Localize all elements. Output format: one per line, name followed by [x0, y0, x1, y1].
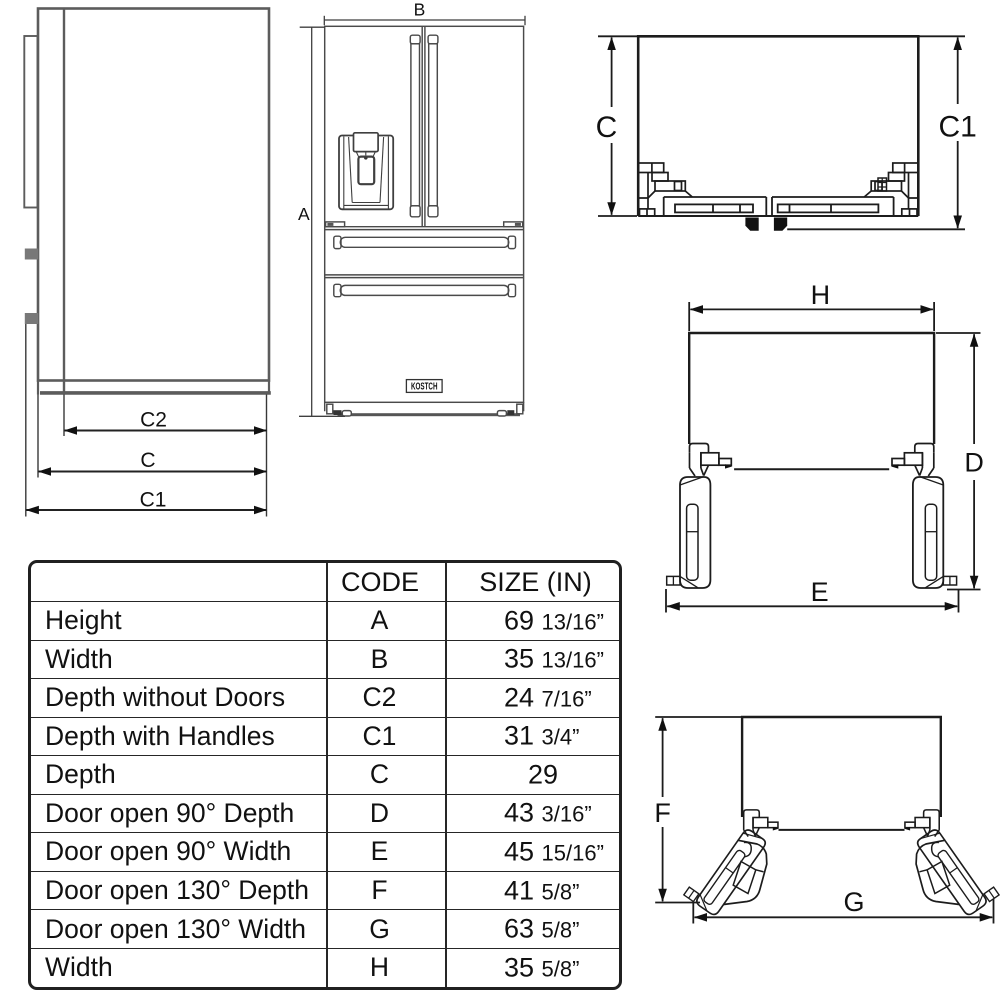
- svg-text:C1: C1: [140, 489, 167, 512]
- svg-text:E: E: [811, 577, 829, 607]
- svg-text:KOSTCH: KOSTCH: [411, 382, 438, 393]
- svg-text:B: B: [414, 0, 426, 20]
- svg-text:H: H: [811, 280, 831, 310]
- svg-text:C: C: [140, 449, 155, 472]
- svg-text:C2: C2: [140, 409, 167, 432]
- svg-text:A: A: [298, 204, 310, 224]
- svg-text:C1: C1: [939, 111, 977, 144]
- svg-text:G: G: [843, 887, 864, 917]
- svg-text:F: F: [654, 798, 671, 828]
- svg-text:C: C: [596, 111, 618, 144]
- svg-text:D: D: [964, 448, 984, 478]
